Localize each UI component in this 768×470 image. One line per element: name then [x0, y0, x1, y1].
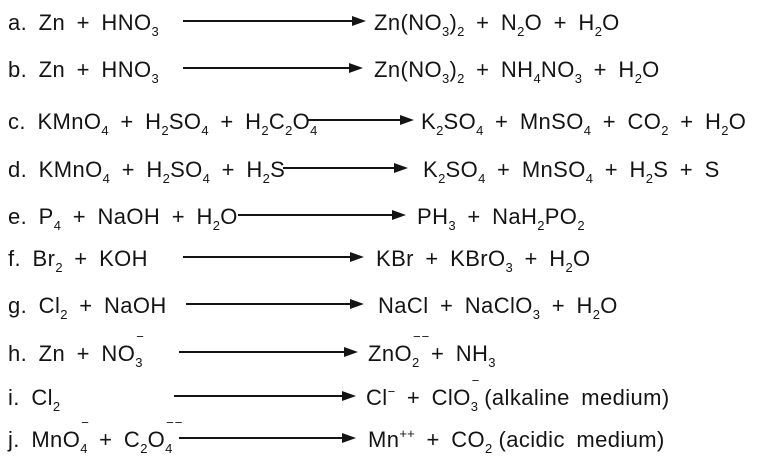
equation-lhs: g. Cl2 + NaOH: [8, 292, 167, 322]
equation-lhs: i. Cl2: [8, 384, 61, 414]
equation-row-a: a. Zn + HNO3 Zn(NO3)2 + N2O + H2O: [0, 9, 768, 39]
equation-rhs: Cl− + ClO−3(alkaline medium): [366, 373, 670, 414]
reactants-formula: Br2 + KOH: [32, 246, 148, 275]
equation-lhs: a. Zn + HNO3: [8, 9, 159, 39]
reaction-arrow-icon: [179, 340, 358, 368]
equation-label: b.: [8, 57, 28, 82]
reaction-arrow-icon: [307, 108, 414, 136]
equation-rhs: K2SO4 + MnSO4 + H2S + S: [423, 156, 720, 186]
arrow-shaft: [183, 20, 361, 22]
products-formula: Zn(NO3)2 + NH4NO3 + H2O: [374, 57, 660, 86]
arrowhead-icon: [342, 391, 356, 401]
reaction-arrow-icon: [283, 156, 408, 184]
equation-rhs: KBr + KBrO3 + H2O: [376, 245, 591, 275]
equation-row-i: i. Cl2 Cl− + ClO−3(alkaline medium): [0, 373, 768, 414]
products-formula: K2SO4 + MnSO4 + H2S + S: [423, 157, 720, 186]
equation-label: h.: [8, 341, 28, 366]
arrowhead-icon: [394, 163, 408, 173]
reaction-arrow-icon: [186, 292, 364, 320]
equation-lhs: e. P4 + NaOH + H2O: [8, 203, 238, 233]
equation-lhs: j. MnO−4 + C2O−−4: [8, 415, 184, 456]
equation-rhs: K2SO4 + MnSO4 + CO2 + H2O: [421, 108, 747, 138]
reaction-arrow-icon: [174, 384, 356, 412]
equation-label: e.: [8, 204, 28, 229]
equation-row-f: f. Br2 + KOH KBr + KBrO3 + H2O: [0, 245, 768, 275]
arrow-shaft: [186, 303, 359, 305]
arrow-shaft: [238, 214, 401, 216]
reactants-formula: MnO−4 + C2O−−4: [31, 415, 184, 456]
products-formula: KBr + KBrO3 + H2O: [376, 246, 591, 275]
reactants-formula: Cl2 + NaOH: [38, 293, 167, 322]
reaction-arrow-icon: [183, 56, 363, 84]
reactants-formula: Cl2: [31, 385, 61, 414]
equation-rhs: ZnO−−2 + NH3: [368, 329, 496, 370]
products-formula: NaCl + NaClO3 + H2O: [378, 293, 618, 322]
equation-row-c: c. KMnO4 + H2SO4 + H2C2O4 K2SO4 + MnSO4 …: [0, 108, 768, 138]
arrowhead-icon: [350, 252, 364, 262]
equation-lhs: f. Br2 + KOH: [8, 245, 148, 275]
equation-label: c.: [8, 109, 26, 134]
reaction-arrow-icon: [183, 245, 364, 273]
equation-lhs: d. KMnO4 + H2SO4 + H2S: [8, 156, 286, 186]
arrow-shaft: [174, 395, 351, 397]
equation-lhs: h. Zn + NO−3: [8, 329, 145, 370]
reactants-formula: Zn + HNO3: [38, 57, 159, 86]
arrow-shaft: [307, 119, 409, 121]
products-formula: Mn++ + CO2: [368, 426, 493, 456]
equation-row-b: b. Zn + HNO3 Zn(NO3)2 + NH4NO3 + H2O: [0, 56, 768, 86]
equation-row-g: g. Cl2 + NaOH NaCl + NaClO3 + H2O: [0, 292, 768, 322]
equation-label: g.: [8, 293, 28, 318]
products-formula: Zn(NO3)2 + N2O + H2O: [374, 10, 620, 39]
reaction-arrow-icon: [238, 203, 406, 231]
reactants-formula: KMnO4 + H2SO4 + H2C2O4: [37, 109, 318, 138]
equation-rhs: PH3 + NaH2PO2: [417, 203, 585, 233]
equation-label: f.: [8, 246, 22, 271]
equation-label: a.: [8, 10, 28, 35]
arrow-shaft: [179, 437, 351, 439]
arrow-shaft: [183, 256, 359, 258]
equation-rhs: Zn(NO3)2 + NH4NO3 + H2O: [374, 56, 660, 86]
products-formula: Cl− + ClO−3: [366, 373, 481, 414]
equation-row-h: h. Zn + NO−3 ZnO−−2 + NH3: [0, 329, 768, 370]
arrowhead-icon: [350, 299, 364, 309]
equation-lhs: b. Zn + HNO3: [8, 56, 159, 86]
arrow-shaft: [179, 351, 353, 353]
reactants-formula: Zn + NO−3: [38, 329, 145, 370]
products-formula: PH3 + NaH2PO2: [417, 204, 585, 233]
arrowhead-icon: [349, 63, 363, 73]
equation-row-e: e. P4 + NaOH + H2O PH3 + NaH2PO2: [0, 203, 768, 233]
arrowhead-icon: [392, 210, 406, 220]
equation-rhs: Zn(NO3)2 + N2O + H2O: [374, 9, 620, 39]
equation-rhs: Mn++ + CO2(acidic medium): [368, 426, 665, 456]
reaction-arrow-icon: [179, 426, 356, 454]
products-formula: ZnO−−2 + NH3: [368, 329, 496, 370]
reaction-arrow-icon: [183, 9, 366, 37]
equation-rhs: NaCl + NaClO3 + H2O: [378, 292, 618, 322]
equation-lhs: c. KMnO4 + H2SO4 + H2C2O4: [8, 108, 318, 138]
medium-note: (alkaline medium): [484, 385, 670, 410]
medium-note: (acidic medium): [498, 427, 665, 452]
arrowhead-icon: [342, 433, 356, 443]
arrowhead-icon: [344, 347, 358, 357]
arrow-shaft: [183, 67, 358, 69]
arrowhead-icon: [352, 16, 366, 26]
arrowhead-icon: [400, 115, 414, 125]
reactants-formula: KMnO4 + H2SO4 + H2S: [38, 157, 286, 186]
products-formula: K2SO4 + MnSO4 + CO2 + H2O: [421, 109, 747, 138]
equation-label: d.: [8, 157, 28, 182]
equation-row-d: d. KMnO4 + H2SO4 + H2S K2SO4 + MnSO4 + H…: [0, 156, 768, 186]
equation-label: j.: [8, 427, 20, 452]
reactants-formula: Zn + HNO3: [38, 10, 159, 39]
reactants-formula: P4 + NaOH + H2O: [38, 204, 238, 233]
equation-row-j: j. MnO−4 + C2O−−4 Mn++ + CO2(acidic medi…: [0, 415, 768, 456]
equation-label: i.: [8, 385, 20, 410]
arrow-shaft: [283, 167, 403, 169]
